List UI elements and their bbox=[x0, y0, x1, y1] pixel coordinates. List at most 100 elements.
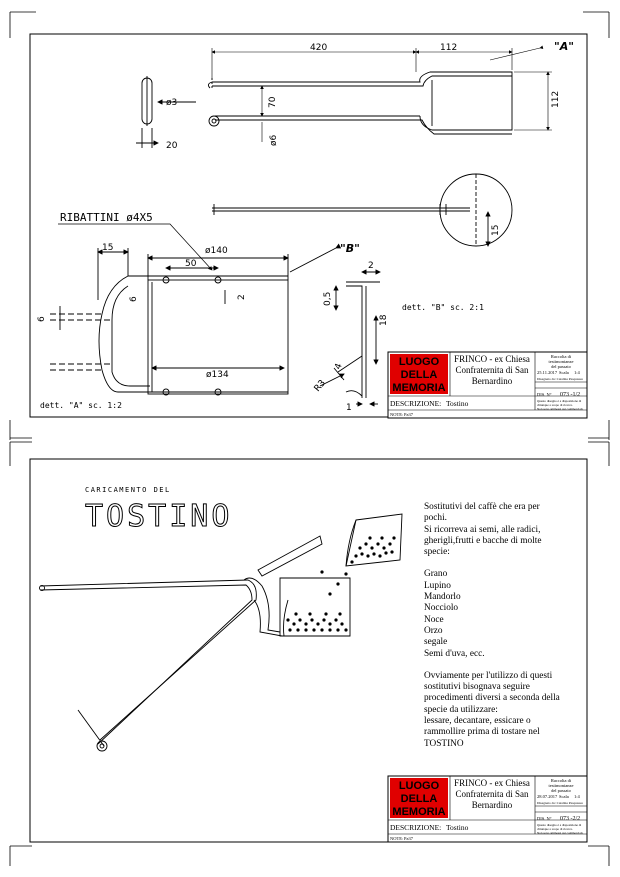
detail-a bbox=[50, 243, 342, 396]
outro-line: TOSTINO bbox=[424, 738, 464, 749]
place-line-2: Confraternita di San bbox=[456, 365, 529, 375]
sheet-2-border bbox=[29, 458, 588, 843]
dim-50: 50 bbox=[185, 259, 197, 269]
dim-4: 4 bbox=[333, 362, 344, 371]
logo-luogo: LUOGO bbox=[399, 356, 440, 368]
outro-line: procedimenti diversi a seconda della bbox=[424, 693, 560, 704]
outro-line: sostitutivi bisognava seguire bbox=[424, 682, 530, 693]
logo-della: DELLA bbox=[401, 369, 438, 381]
dim-d6: ø6 bbox=[269, 134, 279, 146]
detail-b bbox=[319, 269, 381, 407]
info2-header-2: testimonianze bbox=[549, 783, 574, 788]
tb2-desc: Tostino bbox=[446, 823, 469, 832]
dim-d140: ø140 bbox=[205, 246, 228, 256]
label-view-b: "B" bbox=[340, 242, 360, 255]
dim-2: 2 bbox=[237, 294, 247, 300]
tb2-notes-3: Non sono ammessi usi commerciali. bbox=[537, 831, 584, 835]
dim-112-top: 112 bbox=[440, 43, 457, 53]
tb-date: 25.11.2017 bbox=[537, 370, 558, 375]
tb-designer: Disegnato da: Catalina Pasquassu bbox=[537, 377, 583, 381]
tb2-notes-1: Questo disegno è a disposizione di bbox=[537, 823, 581, 827]
list-item: Nocciolo bbox=[424, 603, 459, 614]
tb2-note-label: NOTE: bbox=[390, 836, 403, 841]
outro-line: rammollire prima di tostare nel bbox=[424, 727, 540, 738]
dimension-lines-top bbox=[211, 45, 552, 142]
tb2-scale: 1:4 bbox=[574, 794, 581, 799]
top-view-tostino bbox=[207, 71, 513, 135]
dim-420: 420 bbox=[310, 43, 327, 53]
dim-d3: ø3 bbox=[166, 98, 177, 108]
place-line-1: FRINCO - ex Chiesa bbox=[454, 354, 530, 364]
list-item: Semi d'uva, ecc. bbox=[424, 648, 485, 659]
dim-6-left: 6 bbox=[37, 316, 47, 322]
sheet-1: ø3 20 420 112 112 70 ø6 "A" 15 bbox=[29, 33, 588, 419]
place2-line-1: FRINCO - ex Chiesa bbox=[454, 778, 530, 788]
intro-line: Sostitutivi del caffè che era per bbox=[424, 502, 540, 512]
tb-desc-label: DESCRIZIONE: bbox=[390, 399, 441, 408]
dim-15-detail: 15 bbox=[102, 243, 113, 253]
label-view-a: "A" bbox=[554, 40, 574, 53]
outro-line: lessare, decantare, essicare o bbox=[424, 716, 531, 727]
intro-line: specie: bbox=[424, 547, 450, 558]
tb2-designer: Disegnato da: Catalina Pasquassu bbox=[537, 801, 583, 805]
outro-line: specie da utilizzare: bbox=[424, 704, 498, 715]
list-item: Lupino bbox=[424, 580, 451, 591]
tb-notes-2: chiunque a scopo di ricerca. bbox=[537, 403, 573, 407]
sheet-1-border bbox=[29, 33, 588, 418]
list-item: Orzo bbox=[424, 625, 443, 636]
dim-6-detail: 6 bbox=[129, 296, 139, 302]
tb2-notes-2: chiunque a scopo di ricerca. bbox=[537, 827, 573, 831]
info-header-3: del passato bbox=[551, 364, 572, 369]
tb2-scale-label: Scala bbox=[559, 794, 569, 799]
tb2-dis-no: 073 -2/2 bbox=[560, 816, 580, 822]
info-header-2: testimonianze bbox=[549, 359, 574, 364]
label-ribattini: RIBATTINI ø4X5 bbox=[60, 211, 153, 224]
tb-note: Pa37 bbox=[404, 412, 414, 417]
caption-small: CARICAMENTO DEL bbox=[85, 486, 171, 494]
place2-line-2: Confraternita di San bbox=[456, 789, 529, 799]
tb2-date: 28.07.2017 bbox=[537, 794, 558, 799]
sheet-2: CARICAMENTO DEL TOSTINO bbox=[29, 458, 588, 843]
tb-dis-label: DIS. N° bbox=[537, 392, 552, 397]
dim-2-b: 2 bbox=[368, 261, 374, 271]
dim-20: 20 bbox=[166, 141, 178, 151]
list-item: segale bbox=[424, 637, 448, 648]
tb2-dis-label: DIS. N° bbox=[537, 816, 552, 821]
intro-line: gherigli,frutti e bacche di molte bbox=[424, 535, 542, 546]
info2-header-3: del passato bbox=[551, 788, 572, 793]
place2-line-3: Bernardino bbox=[472, 800, 513, 810]
info-header-1: Raccolta di bbox=[551, 354, 572, 359]
tb-scale-label: Scala bbox=[559, 370, 569, 375]
crop-marks bbox=[9, 11, 610, 866]
dim-r3: R3 bbox=[313, 378, 328, 394]
intro-line: pochi. bbox=[424, 513, 447, 524]
side-view-tostino bbox=[212, 173, 513, 247]
tb-notes-3: Non sono ammessi usi commerciali. bbox=[537, 407, 584, 411]
wire-section-detail bbox=[136, 76, 196, 148]
logo2-memoria: MEMORIA bbox=[392, 806, 445, 818]
tb2-desc-label: DESCRIZIONE: bbox=[390, 823, 441, 832]
logo-memoria: MEMORIA bbox=[392, 382, 445, 394]
list-item: Noce bbox=[424, 614, 444, 625]
label-dett-b: dett. "B" sc. 2:1 bbox=[402, 303, 484, 312]
tb2-note: Pa37 bbox=[404, 836, 414, 841]
logo2-della: DELLA bbox=[401, 793, 438, 805]
dim-112-right: 112 bbox=[551, 91, 561, 108]
tb-notes-1: Questo disegno è a disposizione di bbox=[537, 399, 581, 403]
intro-line: Si ricorreva ai semi, alle radici, bbox=[424, 524, 541, 535]
title-block-1: LUOGO DELLA MEMORIA FRINCO - ex Chiesa C… bbox=[387, 351, 588, 419]
ribattini-leader bbox=[58, 223, 213, 271]
tb-note-label: NOTE: bbox=[390, 412, 403, 417]
dim-d134: ø134 bbox=[206, 370, 229, 380]
seeds-hopper bbox=[320, 536, 396, 596]
caption-big: TOSTINO bbox=[85, 499, 232, 534]
info2-header-1: Raccolta di bbox=[551, 778, 572, 783]
dim-1: 1 bbox=[346, 403, 352, 413]
dim-05: 0,5 bbox=[323, 292, 333, 306]
dim-18: 18 bbox=[379, 314, 389, 326]
outro-line: Ovviamente per l'utilizzo di questi bbox=[424, 670, 553, 681]
label-dett-a: dett. "A" sc. 1:2 bbox=[40, 401, 122, 410]
logo2-luogo: LUOGO bbox=[399, 780, 440, 792]
dim-70: 70 bbox=[268, 96, 278, 108]
